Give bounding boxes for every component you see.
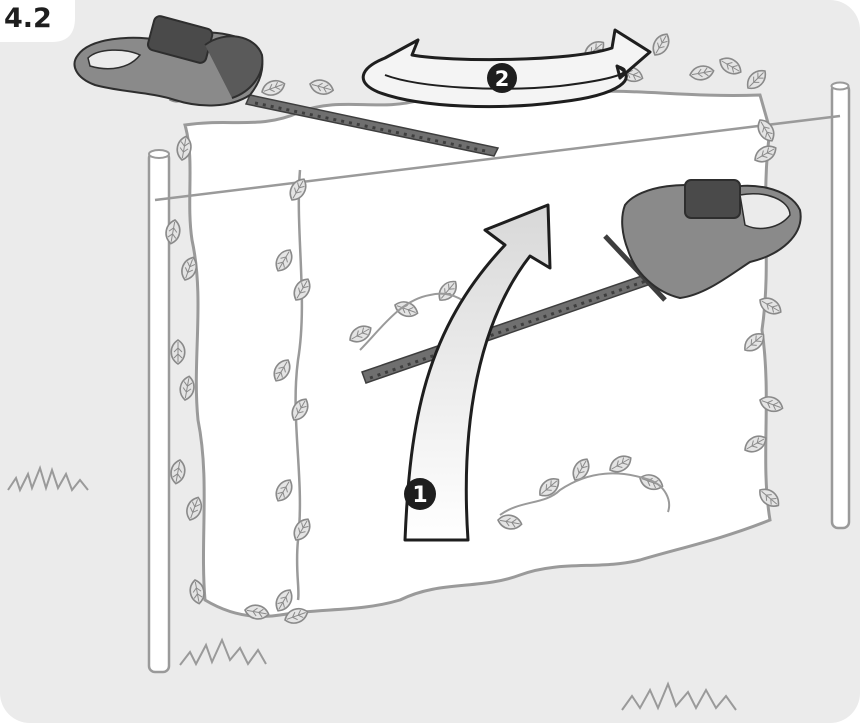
step-1-badge: 1 (404, 478, 436, 510)
figure-label: 4.2 (4, 3, 52, 34)
step-2-badge: 2 (487, 63, 517, 93)
figure-label-tab: 4.2 (0, 0, 75, 42)
step-1-number: 1 (412, 483, 427, 508)
left-post (149, 150, 169, 672)
step-2-number: 2 (495, 67, 510, 91)
right-post (832, 83, 850, 529)
